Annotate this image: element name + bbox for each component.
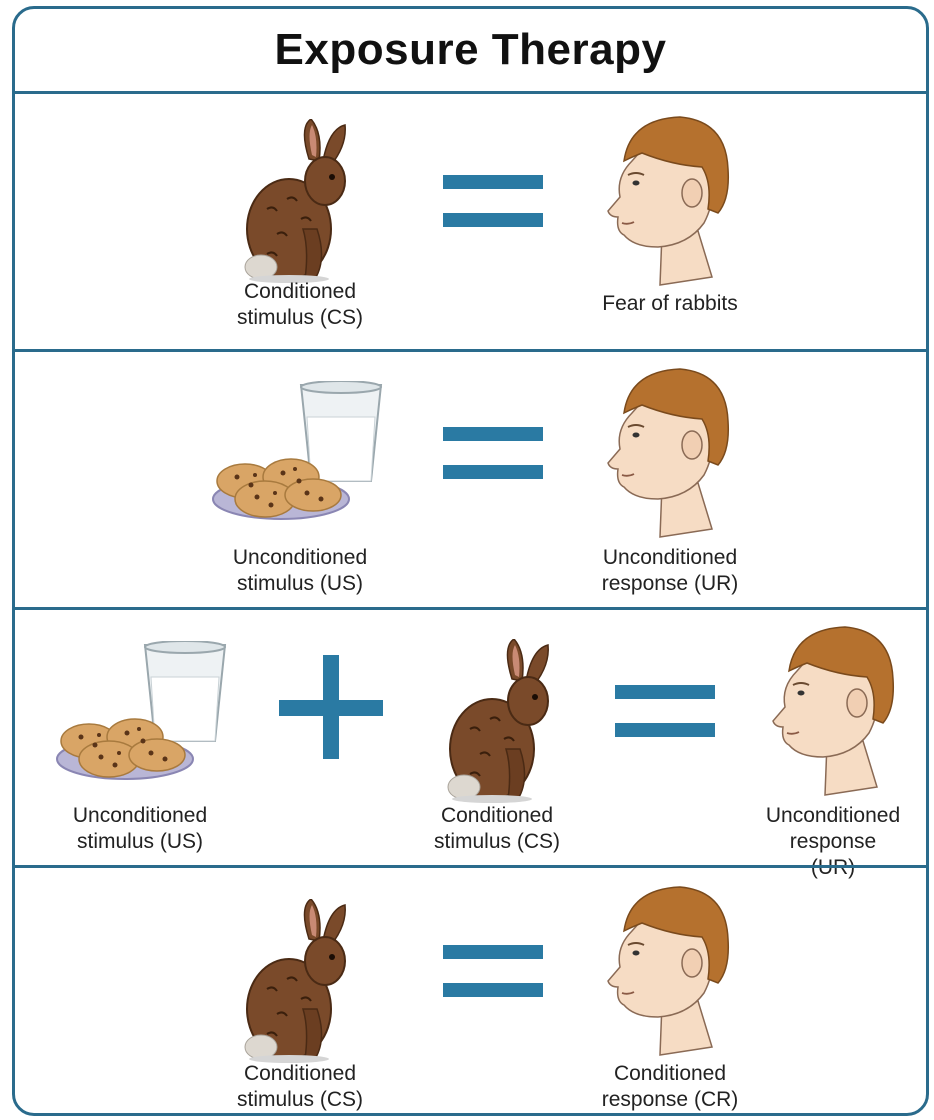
equals-sign [443,945,543,997]
rabbit-icon [237,899,357,1064]
row2-left-label: Unconditioned stimulus (US) [233,545,367,597]
rabbit-icon [440,639,560,804]
row2-right-label: Unconditioned response (UR) [602,545,739,597]
equals-sign [443,427,543,479]
boy-head-icon [602,883,734,1059]
row3-middle-label: Conditioned stimulus (CS) [434,803,560,855]
row1-left-label: Conditioned stimulus (CS) [237,279,363,331]
diagram-frame: Exposure Therapy Conditioned stimulus (C… [12,6,929,1116]
divider [15,349,926,352]
row3-left-label: Unconditioned stimulus (US) [73,803,207,855]
row4-left-label: Conditioned stimulus (CS) [237,1061,363,1113]
diagram-title: Exposure Therapy [15,9,926,91]
cookies-milk-icon [55,641,235,786]
boy-head-icon [767,623,899,799]
row3-right-label: Unconditioned response (UR) [766,803,900,881]
cookies-milk-icon [211,381,391,526]
row1-right-label: Fear of rabbits [602,291,737,317]
divider [15,607,926,610]
boy-head-icon [602,113,734,289]
rabbit-icon [237,119,357,284]
boy-head-icon [602,365,734,541]
row4-right-label: Conditioned response (CR) [602,1061,739,1113]
plus-sign [279,655,383,759]
divider [15,865,926,868]
equals-sign [443,175,543,227]
divider [15,91,926,94]
equals-sign [615,685,715,737]
